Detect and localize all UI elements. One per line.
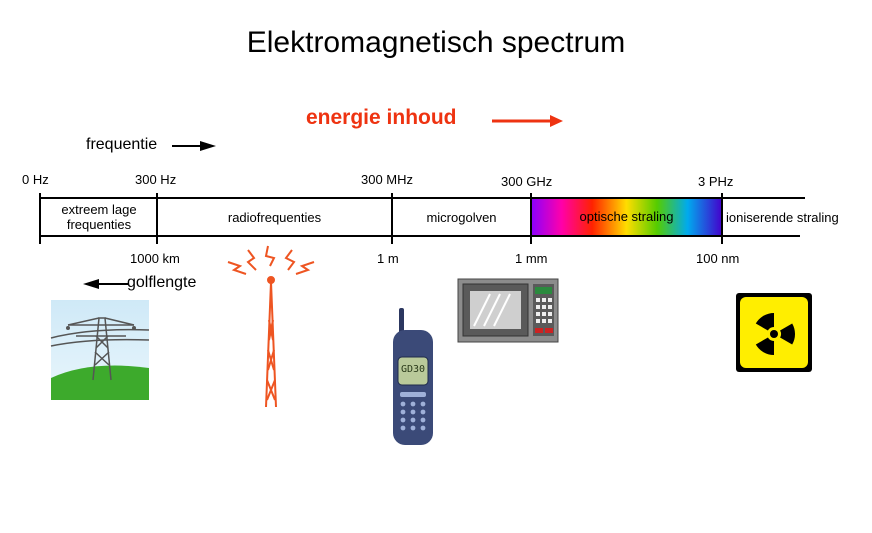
wavelength-tick: 1 mm bbox=[515, 251, 548, 266]
frequency-tick: 300 MHz bbox=[361, 172, 414, 187]
mobile-phone-icon bbox=[393, 308, 433, 445]
band-elf-line2: frequenties bbox=[66, 217, 132, 232]
frequency-arrow bbox=[172, 141, 216, 151]
wavelength-arrow bbox=[83, 279, 128, 289]
wavelength-tick: 100 nm bbox=[696, 251, 740, 266]
optical-band-gradient bbox=[531, 198, 722, 236]
energy-label: energie inhoud bbox=[306, 106, 457, 129]
band-radio: radiofrequenties bbox=[227, 210, 322, 225]
wavelength-tick: 1 m bbox=[377, 251, 399, 266]
radio-tower-icon bbox=[227, 245, 315, 408]
frequency-tick: 300 Hz bbox=[135, 172, 177, 187]
band-optical: optische straling bbox=[579, 209, 674, 224]
power-pylon-icon bbox=[50, 300, 150, 400]
energy-arrow bbox=[492, 115, 563, 127]
band-microwave: microgolven bbox=[426, 210, 497, 225]
band-elf: extreem lage frequenties bbox=[42, 202, 156, 232]
microwave-oven-icon bbox=[457, 278, 559, 343]
diagram-title: Elektromagnetisch spectrum bbox=[246, 26, 626, 59]
wavelength-label: golflengte bbox=[127, 274, 197, 291]
band-ionizing: ioniserende straling bbox=[726, 210, 839, 225]
frequency-tick: 300 GHz bbox=[501, 174, 553, 189]
spectrum-bar bbox=[39, 193, 805, 244]
radiation-hazard-icon bbox=[736, 293, 812, 372]
band-elf-line1: extreem lage bbox=[61, 202, 137, 217]
frequency-label: frequentie bbox=[86, 136, 158, 153]
frequency-tick: 3 PHz bbox=[698, 174, 734, 189]
frequency-tick: 0 Hz bbox=[22, 172, 49, 187]
phone-screen-text: GD30 bbox=[400, 364, 426, 375]
wavelength-tick: 1000 km bbox=[130, 251, 180, 266]
